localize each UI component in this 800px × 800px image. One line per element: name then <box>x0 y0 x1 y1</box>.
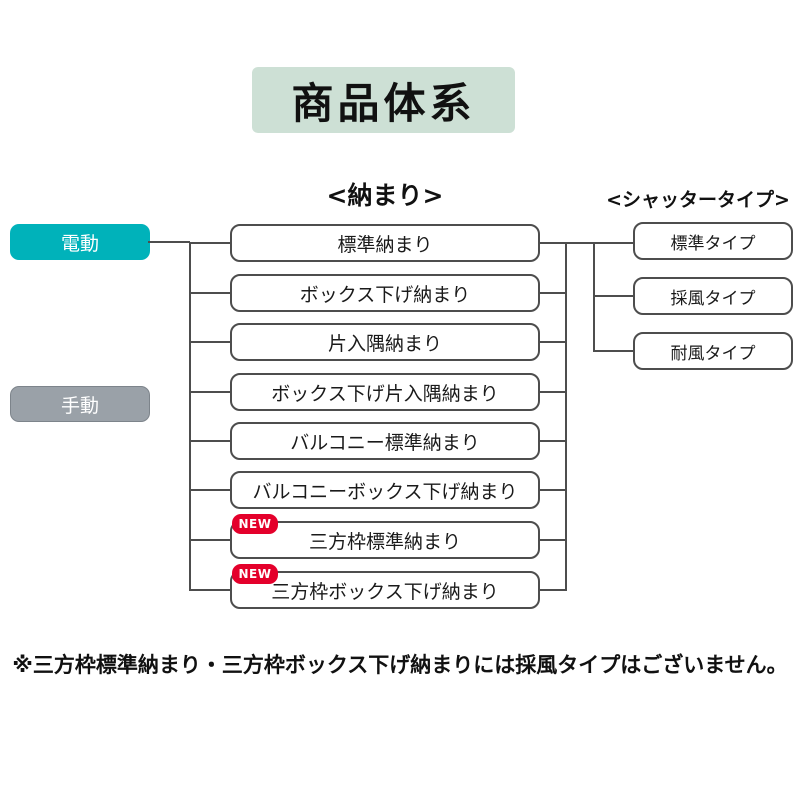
connector-line <box>593 350 635 352</box>
osamari-node-standard[interactable]: 標準納まり <box>230 224 540 262</box>
osamari-node-one-side-corner[interactable]: 片入隅納まり <box>230 323 540 361</box>
connector-line <box>538 341 567 343</box>
node-label: バルコニーボックス下げ納まり <box>252 480 518 503</box>
connector-line <box>593 295 635 297</box>
shutter-type-node-ventilation[interactable]: 採風タイプ <box>633 277 793 315</box>
connector-line <box>565 242 567 591</box>
connector-line <box>189 292 232 294</box>
connector-line <box>538 539 567 541</box>
shutter-type-node-standard[interactable]: 標準タイプ <box>633 222 793 260</box>
connector-line <box>189 242 191 591</box>
connector-line <box>538 292 567 294</box>
connector-line <box>189 341 232 343</box>
electric-drive-button[interactable]: 電動 <box>10 224 150 260</box>
connector-line <box>189 391 232 393</box>
page-title: 商品体系 <box>252 67 515 133</box>
shutter-type-node-wind-resistant[interactable]: 耐風タイプ <box>633 332 793 370</box>
connector-line <box>189 242 232 244</box>
node-label: 三方枠標準納まり <box>308 530 461 553</box>
connector-line <box>189 539 232 541</box>
node-label: ボックス下げ片入隅納まり <box>271 382 499 405</box>
connector-line <box>189 489 232 491</box>
node-label: 三方枠ボックス下げ納まり <box>271 580 499 603</box>
osamari-node-box-lowered-one-side-corner[interactable]: ボックス下げ片入隅納まり <box>230 373 540 411</box>
connector-line <box>538 489 567 491</box>
osamari-column-header: <納まり> <box>326 181 444 210</box>
node-label: 標準納まり <box>337 233 433 256</box>
osamari-node-three-side-frame-standard[interactable]: NEW 三方枠標準納まり <box>230 514 540 559</box>
new-badge: NEW <box>232 514 278 534</box>
connector-line <box>538 242 635 244</box>
new-badge: NEW <box>232 564 278 584</box>
osamari-node-three-side-frame-box-lowered[interactable]: NEW 三方枠ボックス下げ納まり <box>230 564 540 609</box>
manual-drive-button[interactable]: 手動 <box>10 386 150 422</box>
node-label: 片入隅納まり <box>327 332 442 355</box>
node-label: バルコニー標準納まり <box>290 431 480 454</box>
node-label: ボックス下げ納まり <box>299 283 471 306</box>
osamari-node-balcony-standard[interactable]: バルコニー標準納まり <box>230 422 540 460</box>
node-label: 耐風タイプ <box>670 343 756 364</box>
connector-line <box>538 440 567 442</box>
connector-line <box>189 589 232 591</box>
connector-line <box>538 391 567 393</box>
node-label: 標準タイプ <box>670 233 756 254</box>
osamari-node-box-lowered[interactable]: ボックス下げ納まり <box>230 274 540 312</box>
shutter-type-column-header: <シャッタータイプ> <box>606 189 790 211</box>
footnote: ※三方枠標準納まり・三方枠ボックス下げ納まりには採風タイプはございません。 <box>12 653 788 677</box>
node-label: 採風タイプ <box>670 288 756 309</box>
connector-line <box>538 589 567 591</box>
osamari-node-balcony-box-lowered[interactable]: バルコニーボックス下げ納まり <box>230 471 540 509</box>
connector-line <box>148 241 190 243</box>
connector-line <box>593 242 595 352</box>
connector-line <box>189 440 232 442</box>
